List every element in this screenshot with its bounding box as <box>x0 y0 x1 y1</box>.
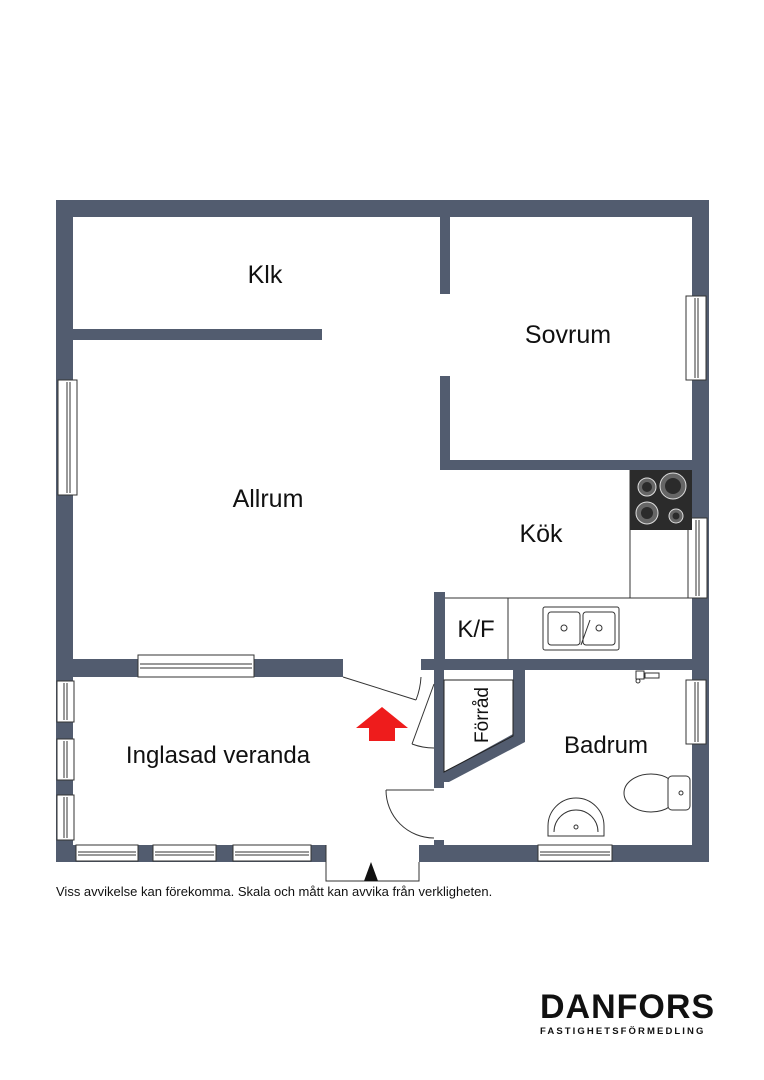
danfors-logo: DANFORS FASTIGHETSFÖRMEDLING <box>540 990 726 1037</box>
entrance-triangle <box>364 862 378 881</box>
logo-name: DANFORS <box>540 988 716 1026</box>
shower-tap-icon <box>635 670 660 684</box>
logo-tagline: FASTIGHETSFÖRMEDLING <box>540 1026 706 1037</box>
doors <box>342 676 435 839</box>
room-label-kok: Kök <box>519 520 563 548</box>
room-label-forrad: Förråd <box>472 687 493 743</box>
room-label-sovrum: Sovrum <box>525 321 611 349</box>
kitchen-sink-icon <box>542 606 620 651</box>
windows <box>56 295 708 862</box>
stove-icon <box>630 470 692 530</box>
room-label-klk: Klk <box>248 261 283 289</box>
entry-arrow-icon <box>356 707 408 741</box>
room-label-kf: K/F <box>457 616 494 643</box>
disclaimer-text: Viss avvikelse kan förekomma. Skala och … <box>56 884 493 899</box>
room-label-veranda: Inglasad veranda <box>126 742 311 769</box>
entrance <box>325 845 420 882</box>
forrad-wall <box>444 734 525 782</box>
room-label-badrum: Badrum <box>564 732 648 759</box>
forrad-inner-line <box>443 679 514 773</box>
toilet-icon <box>623 773 691 813</box>
room-label-allrum: Allrum <box>233 485 304 513</box>
washbasin-icon <box>547 797 605 837</box>
